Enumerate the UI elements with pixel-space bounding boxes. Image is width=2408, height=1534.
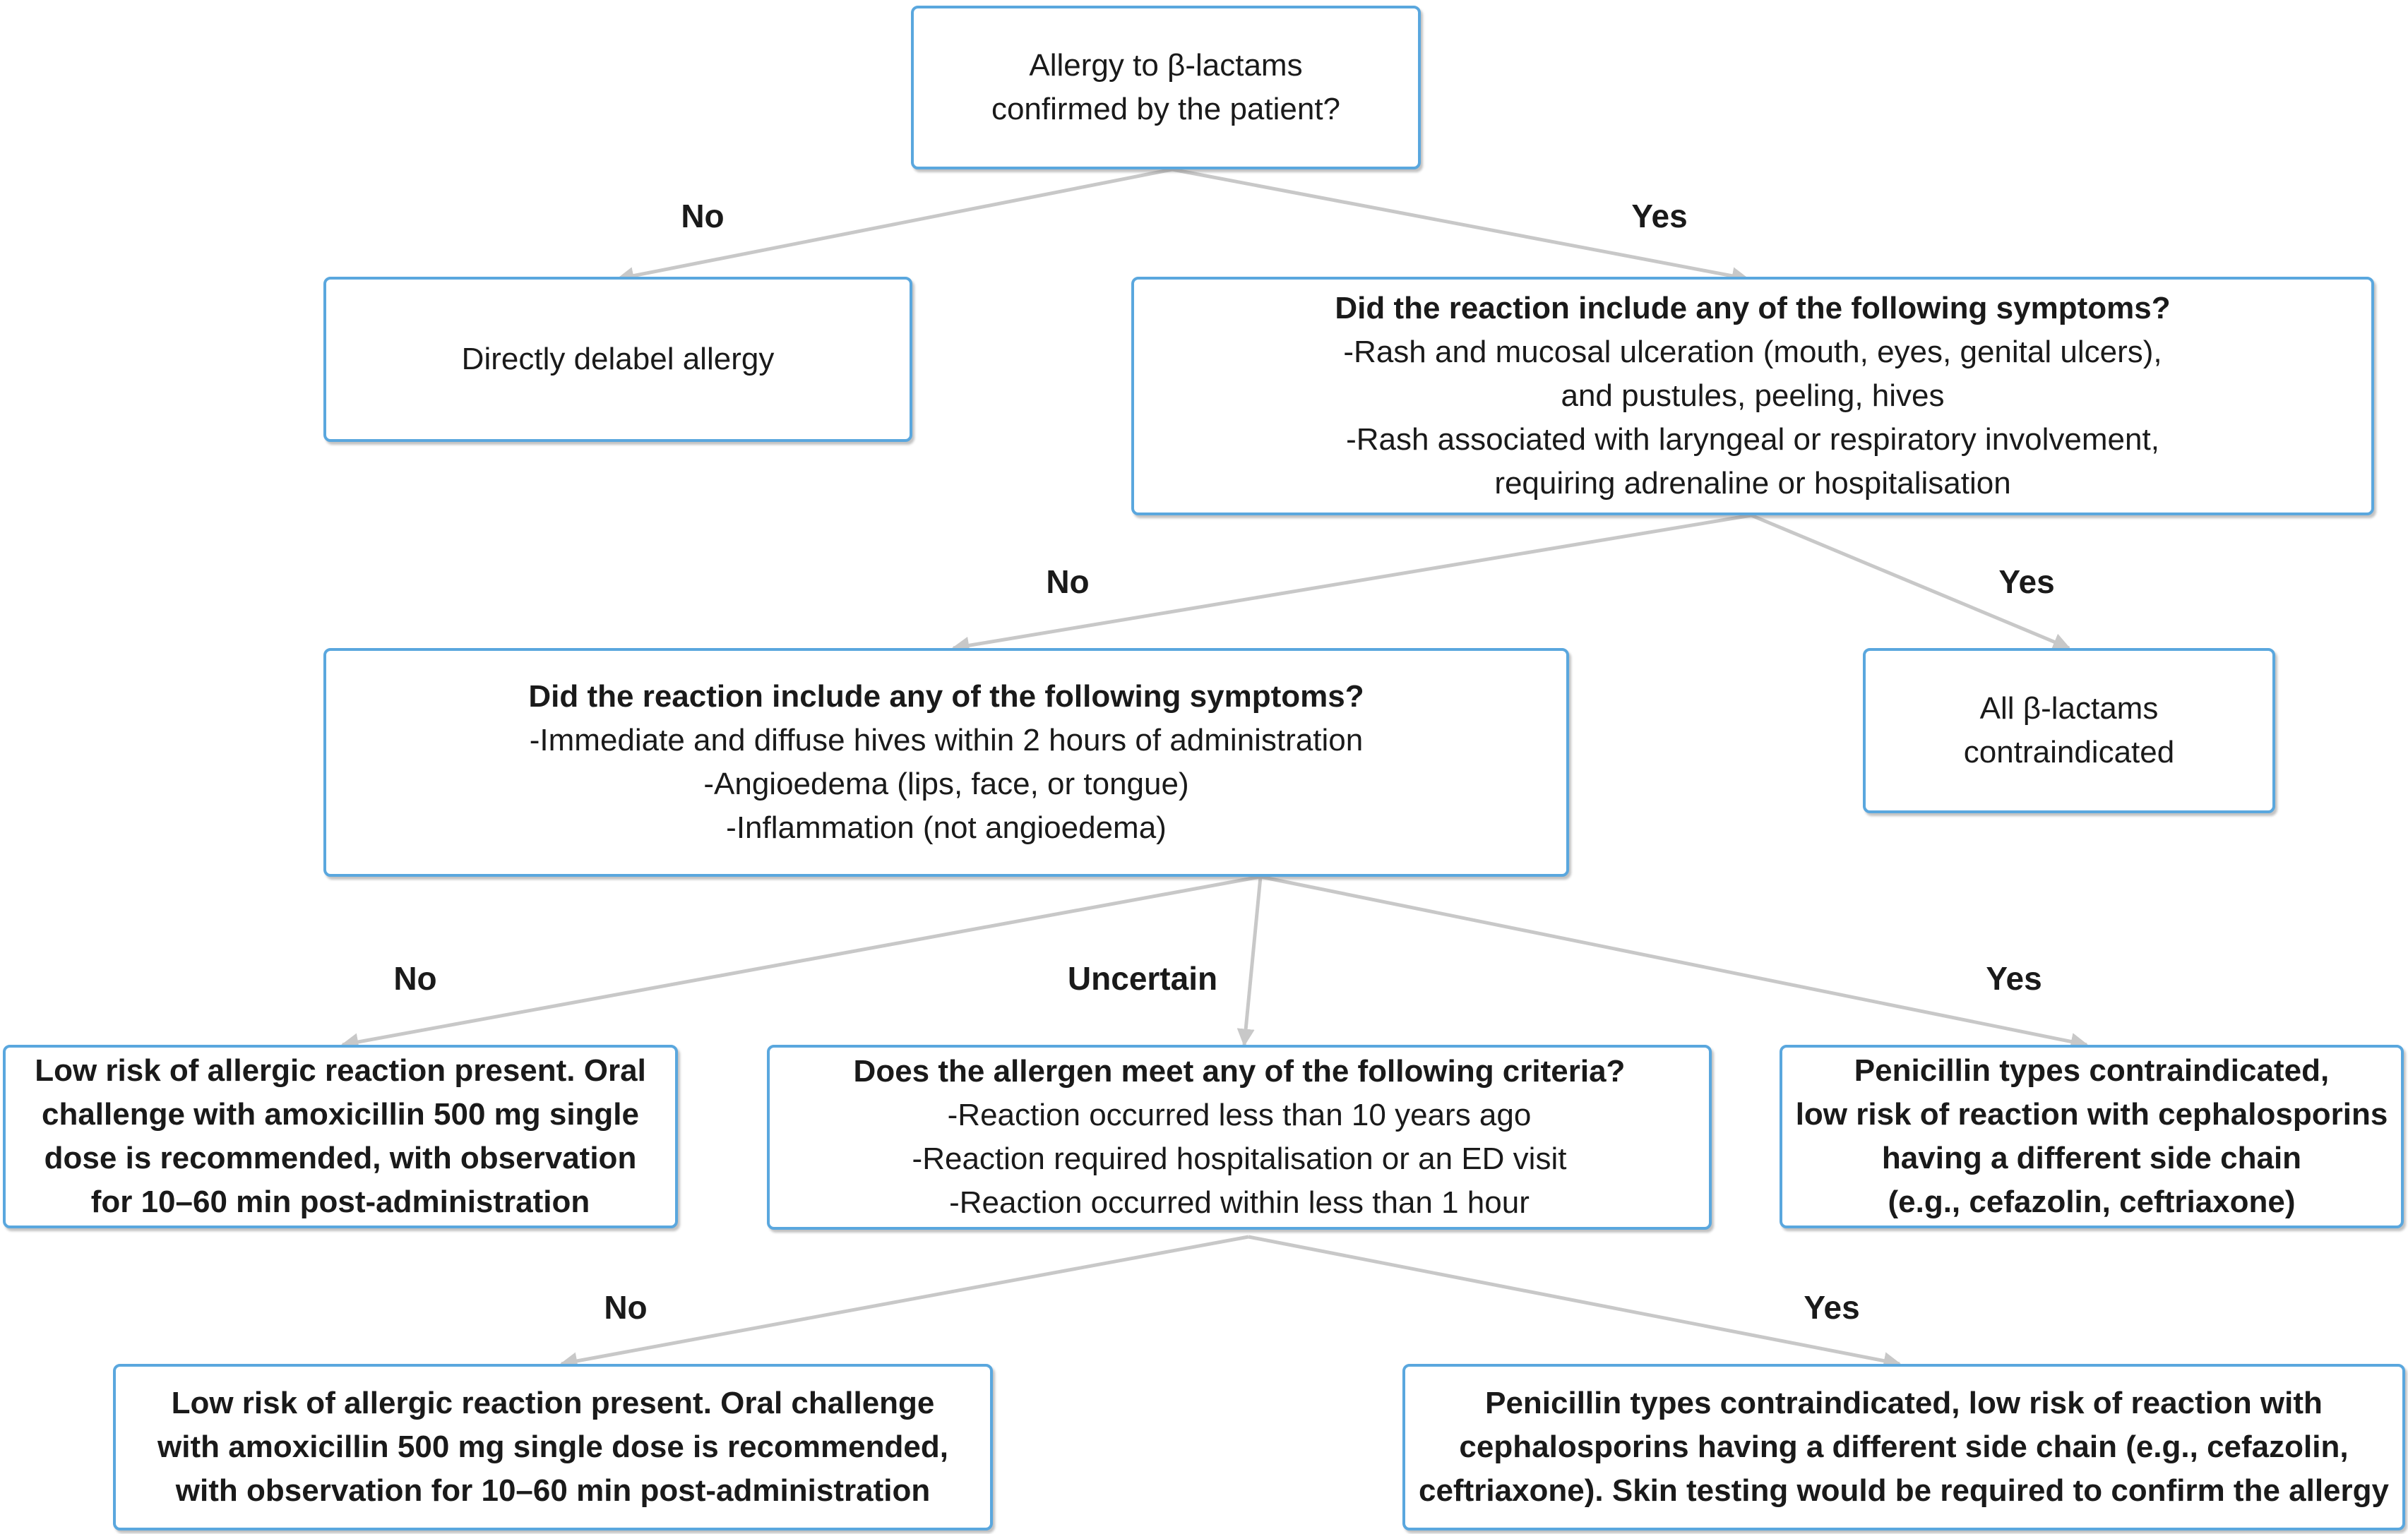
- node-line: with observation for 10–60 min post-admi…: [175, 1473, 931, 1508]
- node-penicillin-contraindicated-2: Penicillin types contraindicated, low ri…: [1402, 1364, 2405, 1530]
- label-q2-yes: Yes: [1998, 563, 2055, 600]
- node-line: with amoxicillin 500 mg single dose is r…: [157, 1430, 948, 1464]
- label-q3-uncertain: Uncertain: [1067, 960, 1218, 997]
- node-low-risk-oral-challenge-1: Low risk of allergic reaction present. O…: [3, 1045, 678, 1228]
- node-line: dose is recommended, with observation: [44, 1141, 637, 1175]
- node-line: -Reaction required hospitalisation or an…: [912, 1141, 1567, 1176]
- node-title: Did the reaction include any of the foll…: [1335, 291, 2171, 325]
- node-line: -Angioedema (lips, face, or tongue): [703, 767, 1189, 801]
- node-line: -Inflammation (not angioedema): [726, 810, 1167, 845]
- node-line: Penicillin types contraindicated, low ri…: [1485, 1386, 2323, 1420]
- label-q4-no: No: [604, 1289, 648, 1326]
- label-q2-no: No: [1046, 563, 1090, 600]
- node-line: confirmed by the patient?: [991, 92, 1341, 126]
- node-line: Low risk of allergic reaction present. O…: [35, 1053, 646, 1088]
- arrow-q3-uncertain: [1236, 876, 1263, 1047]
- node-penicillin-contraindicated-1: Penicillin types contraindicated, low ri…: [1780, 1045, 2404, 1228]
- node-line: cephalosporins having a different side c…: [1459, 1430, 2349, 1464]
- node-line: low risk of reaction with cephalosporins: [1795, 1097, 2388, 1132]
- arrow-q2-no: [951, 513, 1752, 654]
- node-line: having a different side chain: [1881, 1141, 2302, 1175]
- node-allergy-confirmed: Allergy to β-lactams confirmed by the pa…: [911, 6, 1421, 169]
- node-line: All β-lactams: [1979, 691, 2159, 726]
- label-q4-yes: Yes: [1804, 1289, 1860, 1326]
- node-all-beta-lactams-contraindicated: All β-lactams contraindicated: [1863, 648, 2275, 813]
- node-line: -Immediate and diffuse hives within 2 ho…: [529, 723, 1364, 757]
- label-q1-no: No: [681, 198, 725, 234]
- node-immediate-symptoms-question: Did the reaction include any of the foll…: [323, 648, 1569, 877]
- node-line: (e.g., cefazolin, ceftriaxone): [1888, 1185, 2296, 1219]
- node-line: -Rash and mucosal ulceration (mouth, eye…: [1343, 335, 2162, 369]
- node-directly-delabel: Directly delabel allergy: [323, 277, 912, 442]
- arrow-q4-no: [559, 1235, 1249, 1370]
- arrow-q3-no: [340, 875, 1261, 1051]
- arrow-q1-yes: [1172, 167, 1750, 285]
- arrow-q3-yes: [1260, 875, 2089, 1050]
- node-line: challenge with amoxicillin 500 mg single: [41, 1097, 640, 1132]
- node-line: for 10–60 min post-administration: [90, 1185, 590, 1219]
- node-line: Allergy to β-lactams: [1029, 48, 1303, 83]
- node-line: -Reaction occurred less than 10 years ag…: [947, 1098, 1532, 1132]
- node-line: Low risk of allergic reaction present. O…: [171, 1386, 935, 1420]
- node-title: Does the allergen meet any of the follow…: [853, 1054, 1626, 1089]
- node-line: Penicillin types contraindicated,: [1854, 1053, 2330, 1088]
- node-line: -Rash associated with laryngeal or respi…: [1346, 422, 2159, 457]
- label-q3-no: No: [393, 960, 437, 997]
- node-low-risk-oral-challenge-2: Low risk of allergic reaction present. O…: [113, 1364, 993, 1530]
- node-line: contraindicated: [1963, 735, 2175, 769]
- arrow-q4-yes: [1248, 1235, 1902, 1370]
- node-severe-symptoms-question: Did the reaction include any of the foll…: [1131, 277, 2374, 515]
- node-title: Did the reaction include any of the foll…: [528, 679, 1364, 714]
- node-line: -Reaction occurred within less than 1 ho…: [949, 1185, 1530, 1220]
- label-q3-yes: Yes: [1986, 960, 2042, 997]
- node-allergen-criteria-question: Does the allergen meet any of the follow…: [767, 1045, 1712, 1230]
- node-line: and pustules, peeling, hives: [1561, 378, 1945, 413]
- node-line: Directly delabel allergy: [461, 342, 775, 376]
- arrow-q2-yes: [1751, 513, 2071, 650]
- label-q1-yes: Yes: [1631, 198, 1688, 234]
- arrow-q1-no: [616, 167, 1173, 284]
- node-line: ceftriaxone). Skin testing would be requ…: [1418, 1473, 2389, 1508]
- node-line: requiring adrenaline or hospitalisation: [1494, 466, 2011, 501]
